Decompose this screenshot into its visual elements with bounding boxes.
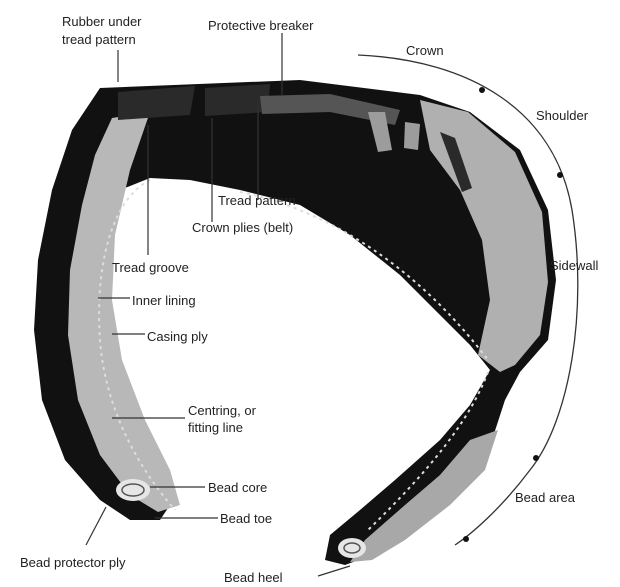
- tire-body: [34, 80, 556, 565]
- label-centring-line-1: Centring, or: [188, 403, 257, 418]
- leader-bead-protector: [86, 507, 106, 545]
- label-bead-core: Bead core: [208, 480, 267, 495]
- label-tread-pattern: Tread pattern: [218, 193, 296, 208]
- arc-tick-bead: [463, 536, 469, 542]
- arc-tick-shoulder: [557, 172, 563, 178]
- label-crown: Crown: [406, 43, 444, 58]
- label-shoulder: Shoulder: [536, 108, 589, 123]
- arc-tick-sidewall: [533, 455, 539, 461]
- label-tread-groove: Tread groove: [112, 260, 189, 275]
- label-bead-toe: Bead toe: [220, 511, 272, 526]
- label-sidewall: Sidewall: [550, 258, 599, 273]
- label-bead-protector-ply: Bead protector ply: [20, 555, 126, 570]
- label-bead-area: Bead area: [515, 490, 576, 505]
- label-rubber-under-tread-1: Rubber under: [62, 14, 142, 29]
- label-crown-plies: Crown plies (belt): [192, 220, 293, 235]
- label-protective-breaker: Protective breaker: [208, 18, 314, 33]
- label-bead-heel: Bead heel: [224, 570, 283, 585]
- label-casing-ply: Casing ply: [147, 329, 208, 344]
- bead-core-left: [116, 479, 150, 501]
- arc-tick-crown: [479, 87, 485, 93]
- tread-block-2: [205, 84, 270, 116]
- leader-bead-heel: [318, 566, 350, 576]
- bead-core-right: [338, 538, 366, 558]
- bead-area-band: [350, 430, 498, 562]
- label-rubber-under-tread-2: tread pattern: [62, 32, 136, 47]
- label-inner-lining: Inner lining: [132, 293, 196, 308]
- tread-groove-slot-2: [404, 122, 420, 150]
- label-centring-line-2: fitting line: [188, 420, 243, 435]
